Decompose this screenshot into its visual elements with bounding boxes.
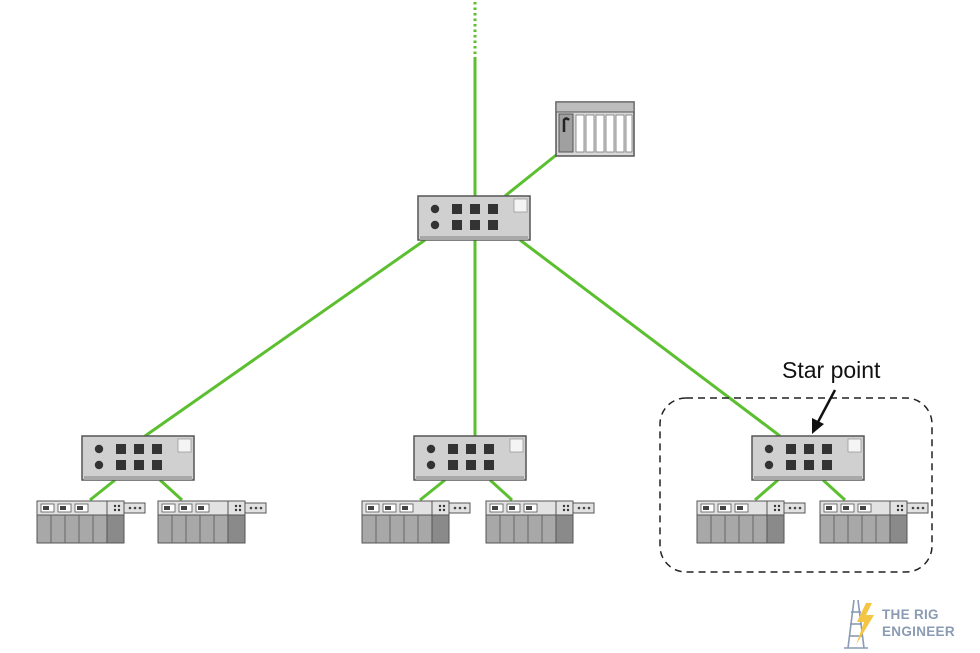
io-module-icon (819, 500, 929, 544)
logo-line1: THE RIG (882, 607, 939, 622)
switch-center-icon (413, 435, 527, 481)
logo-line2: ENGINEER (882, 624, 955, 639)
io-module-icon (361, 500, 471, 544)
star-point-label: Star point (782, 357, 881, 383)
arrow-head (812, 418, 824, 434)
io-module-icon (696, 500, 806, 544)
core-switch-icon (417, 195, 531, 241)
io-module-icon (485, 500, 595, 544)
plc-rack-icon (555, 101, 635, 157)
io-module-icon (157, 500, 267, 544)
the-rig-engineer-logo: THE RIG ENGINEER (844, 599, 955, 649)
switch-right-icon (751, 435, 865, 481)
lightning-icon (856, 603, 874, 645)
io-module-icon (36, 500, 146, 544)
network-links (89, 150, 847, 502)
star-point-arrow (816, 389, 837, 423)
star-point-boundary (659, 397, 933, 573)
switch-left-icon (81, 435, 195, 481)
